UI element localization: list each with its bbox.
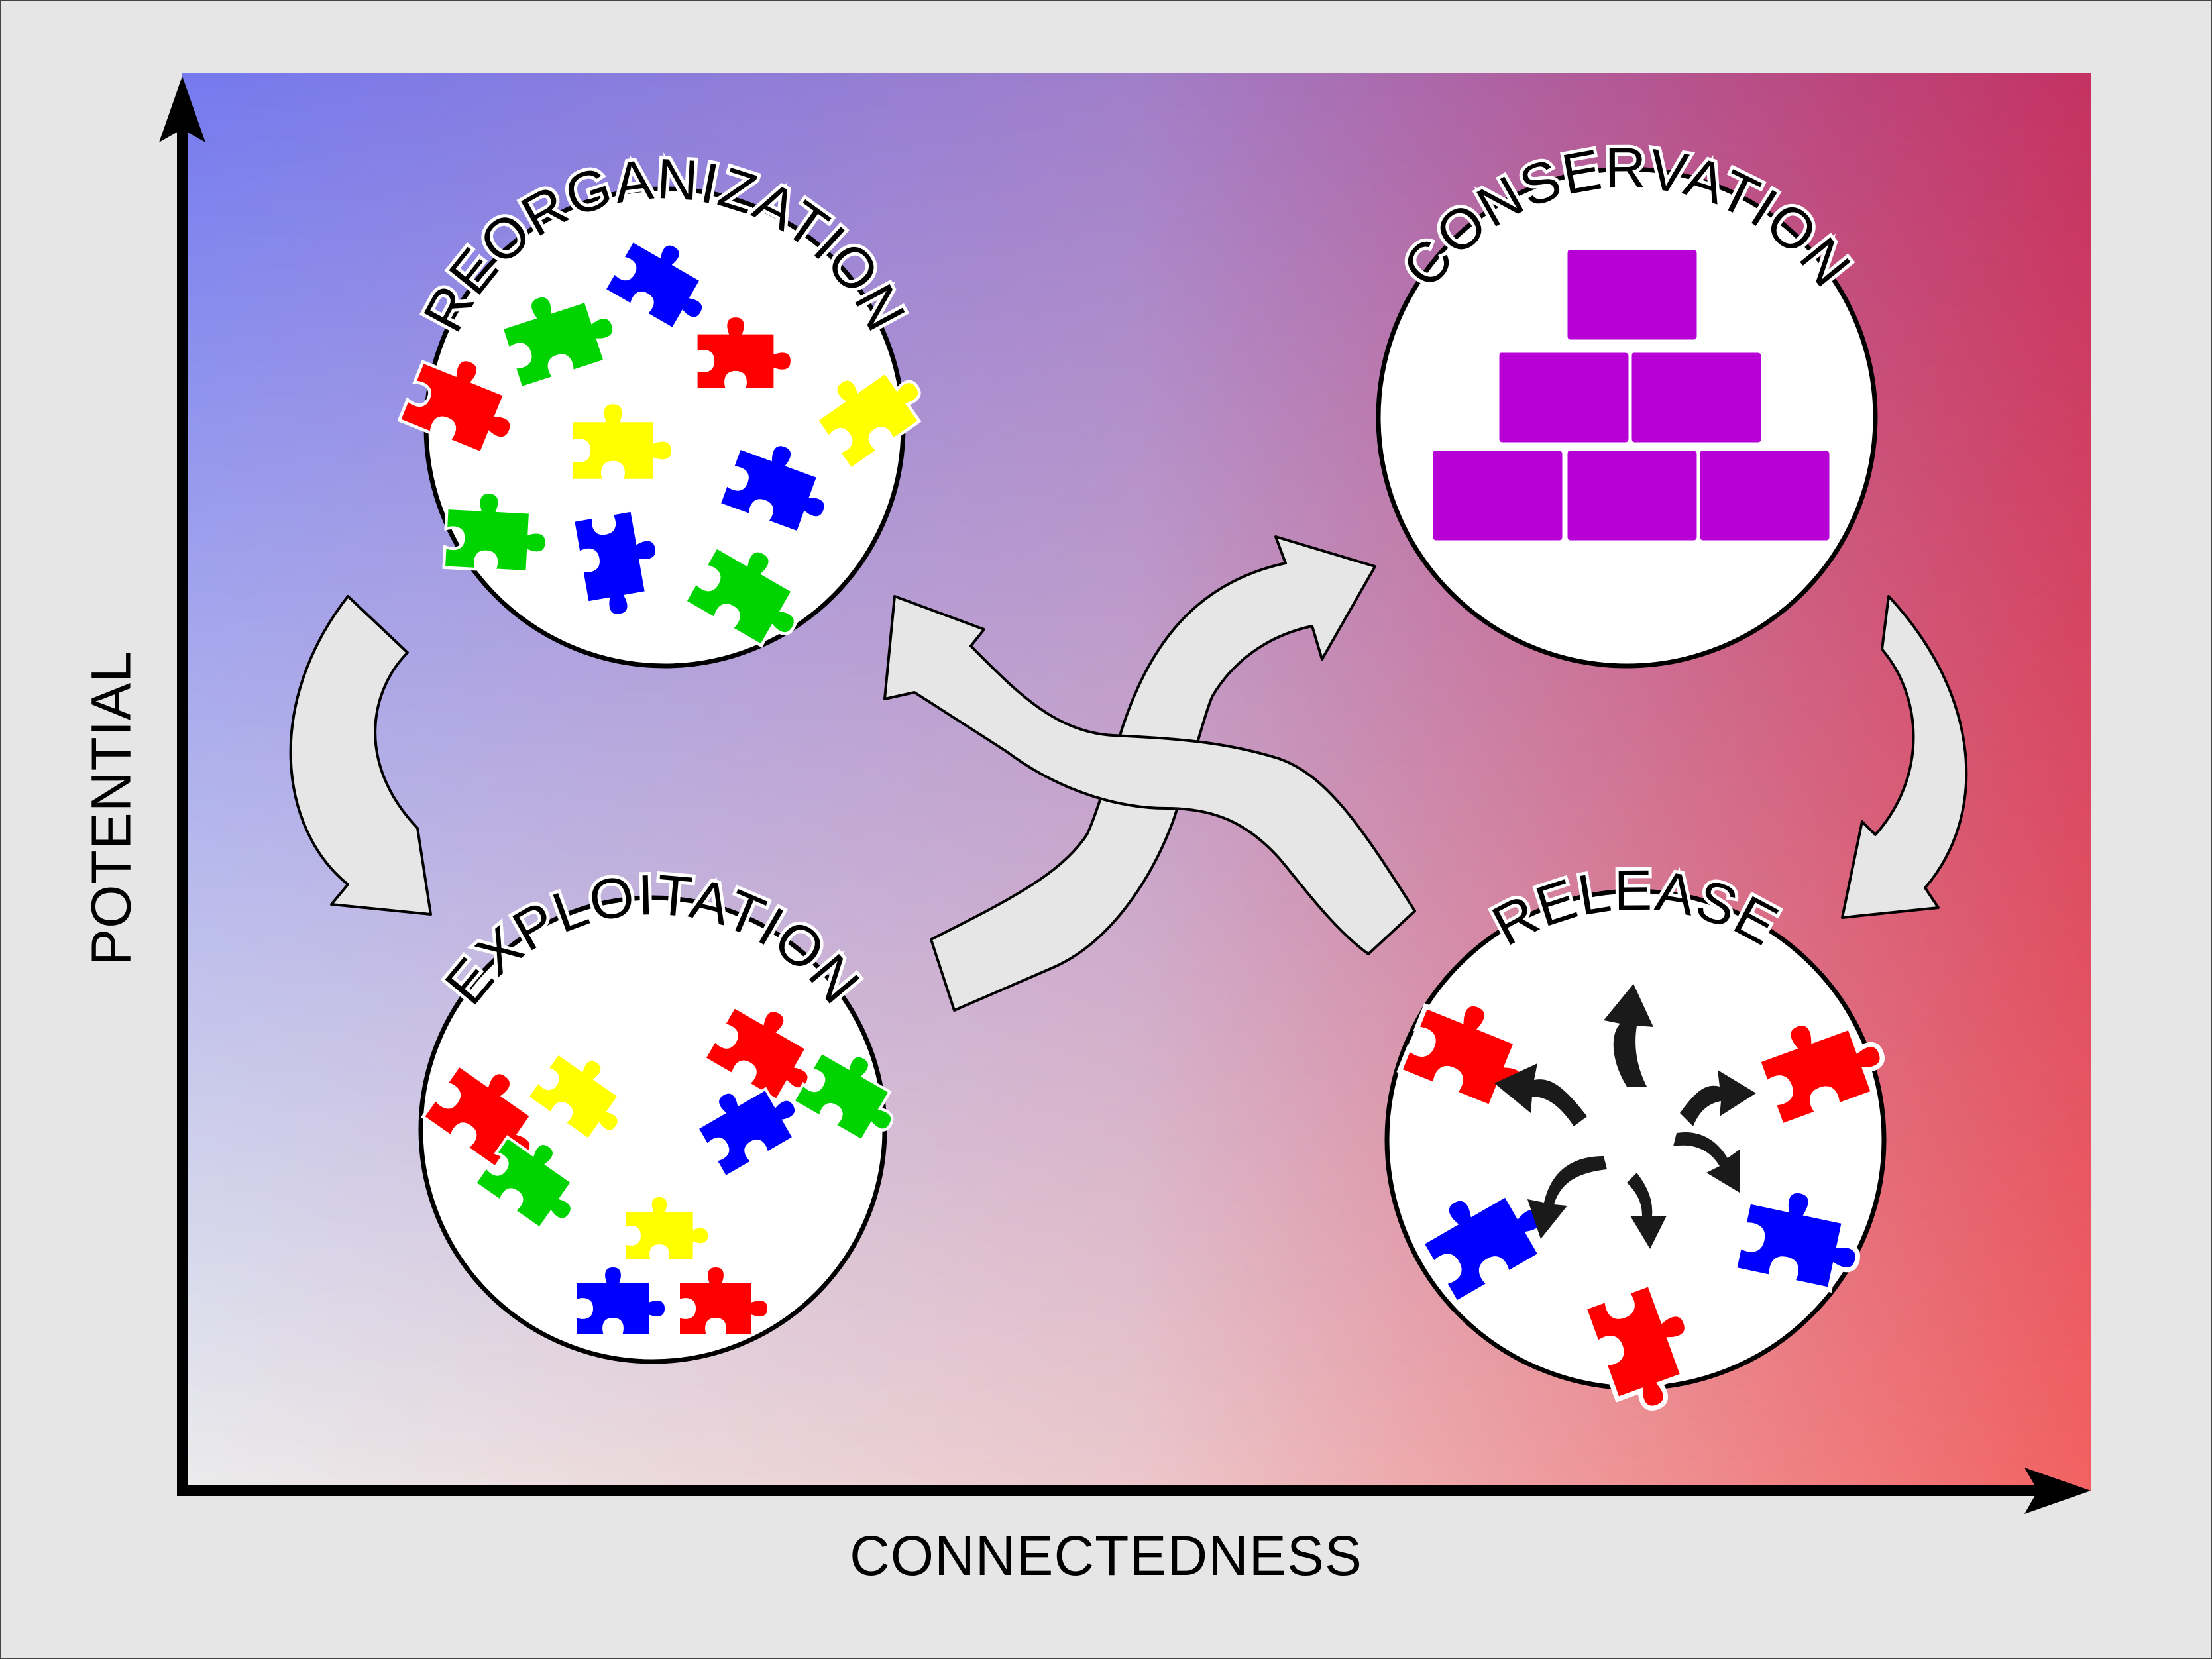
y-axis-label: POTENTIAL bbox=[80, 651, 142, 966]
y-axis-arrowhead bbox=[159, 76, 205, 142]
scatter-arrows-icon bbox=[1494, 984, 1756, 1249]
arrow-reorg-to-exploit bbox=[289, 595, 432, 916]
arrow-conserv-to-release bbox=[1841, 595, 1968, 919]
release-stage: RELEASE bbox=[1384, 855, 1893, 1419]
reorganization-stage: REORGANIZATION bbox=[400, 144, 934, 669]
conservation-stage: CONSERVATION bbox=[1376, 133, 1878, 669]
x-axis-label: CONNECTEDNESS bbox=[850, 1525, 1362, 1587]
x-axis-arrowhead bbox=[2024, 1468, 2091, 1514]
cycle-arrows bbox=[289, 535, 1968, 1012]
arrow-release-to-reorg bbox=[883, 595, 1416, 955]
axes bbox=[159, 76, 2091, 1514]
